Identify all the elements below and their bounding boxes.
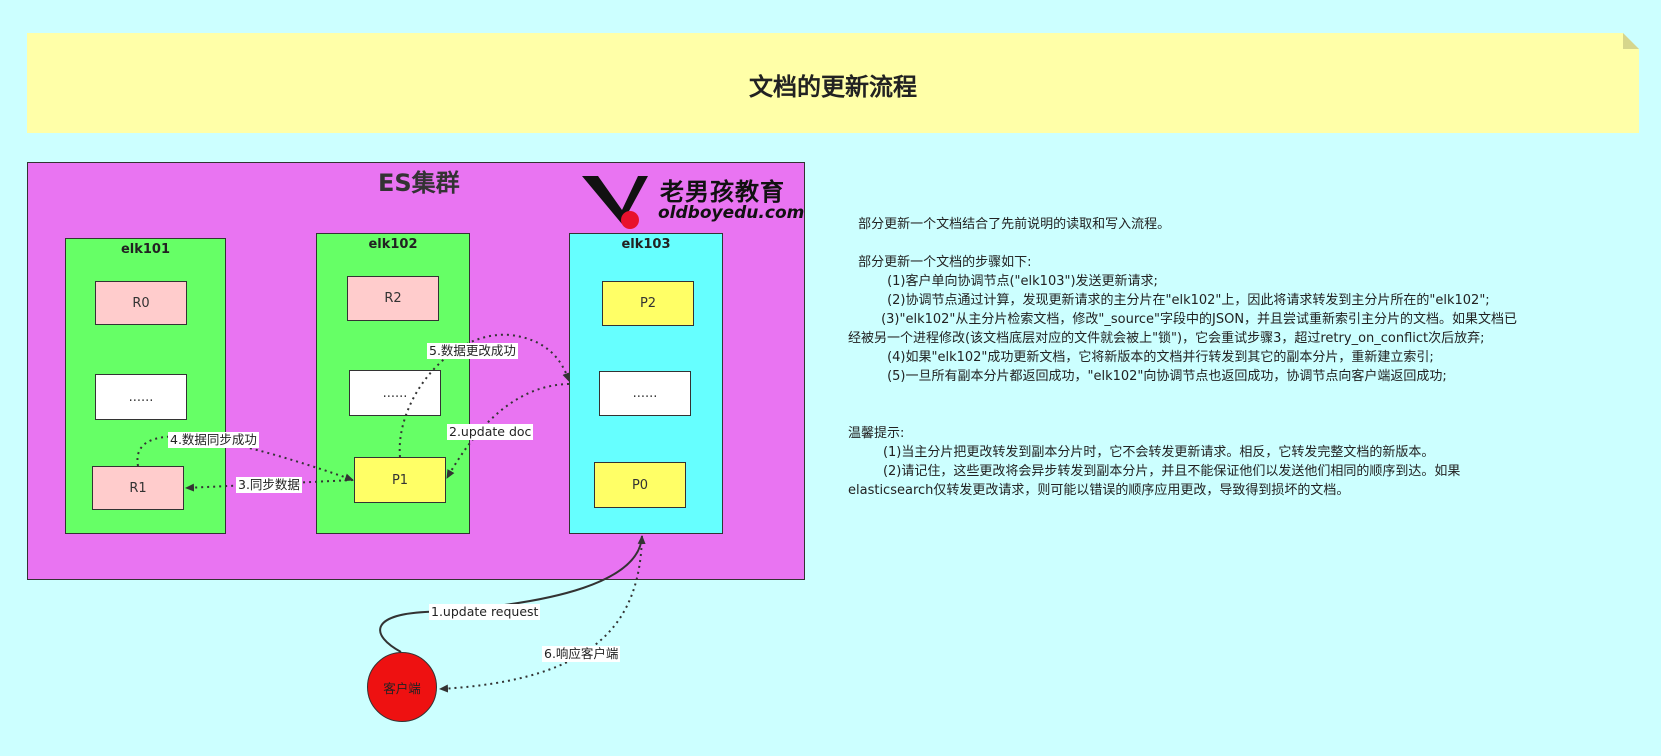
cluster-title: ES集群	[378, 169, 460, 197]
edge-respond-client	[439, 535, 643, 693]
edge-label-sync-success: 4.数据同步成功	[168, 432, 259, 448]
edge-update-doc	[446, 383, 570, 479]
node-title-elk102: elk102	[368, 237, 418, 252]
shard-p2: P2	[602, 281, 694, 326]
desc-step-2: (2)协调节点通过计算，发现更新请求的主分片在"elk102"上，因此将请求转发…	[854, 293, 1490, 308]
desc-step-3a: (3)"elk102"从主分片检索文档，修改"_source"字段中的JSON，…	[848, 312, 1518, 327]
node-title-elk101: elk101	[120, 242, 171, 257]
logo-chinese-text: 老男孩教育	[660, 178, 785, 206]
desc-step-5: (5)一旦所有副本分片都返回成功，"elk102"向协调节点也返回成功，协调节点…	[854, 369, 1447, 384]
oldboyedu-logo-icon	[582, 176, 648, 229]
desc-tip-2a: (2)请记住，这些更改将会异步转发到副本分片，并且不能保证他们以发送他们相同的顺…	[854, 464, 1461, 479]
description-text: 部分更新一个文档结合了先前说明的读取和写入流程。 部分更新一个文档的步骤如下: …	[848, 215, 1614, 500]
desc-tip-2b: elasticsearch仅转发更改请求，则可能以错误的顺序应用更改，导致得到损…	[848, 483, 1350, 498]
shard-placeholder-elk102: ......	[349, 370, 441, 416]
desc-intro: 部分更新一个文档结合了先前说明的读取和写入流程。	[854, 217, 1171, 232]
desc-step-4: (4)如果"elk102"成功更新文档，它将新版本的文档并行转发到其它的副本分片…	[854, 350, 1434, 365]
desc-tip-1: (1)当主分片把更改转发到副本分片时，它不会转发更新请求。相反，它转发完整文档的…	[854, 445, 1435, 460]
shard-p1: P1	[354, 457, 446, 503]
page-title: 文档的更新流程	[749, 73, 917, 101]
desc-tip-heading: 温馨提示:	[848, 426, 905, 441]
shard-r1: R1	[92, 466, 184, 510]
desc-steps-heading: 部分更新一个文档的步骤如下:	[854, 255, 1032, 270]
edge-label-sync-data: 3.同步数据	[236, 477, 302, 493]
shard-r0: R0	[95, 281, 187, 325]
note-fold-corner	[1623, 33, 1639, 49]
edge-label-update-request: 1.update request	[429, 604, 541, 620]
shard-r2: R2	[347, 276, 439, 321]
shard-placeholder-elk101: ......	[95, 374, 187, 420]
edge-label-respond-client: 6.响应客户端	[542, 646, 621, 662]
node-title-elk103: elk103	[621, 237, 671, 252]
edge-label-update-doc: 2.update doc	[447, 424, 534, 440]
shard-p0: P0	[594, 462, 686, 508]
shard-placeholder-elk103: ......	[599, 371, 691, 416]
desc-step-1: (1)客户单向协调节点("elk103")发送更新请求;	[854, 274, 1158, 289]
logo-english-text: oldboyedu.com	[658, 203, 805, 223]
edge-sync-data	[185, 479, 354, 492]
edge-update-request	[379, 535, 646, 653]
title-note: 文档的更新流程	[27, 33, 1639, 133]
desc-step-3b: 经被另一个进程修改(该文档底层对应的文件就会被上"锁")，它会重试步骤3，超过r…	[848, 331, 1485, 346]
edge-label-data-changed: 5.数据更改成功	[427, 343, 518, 359]
client-node: 客户端	[367, 652, 437, 722]
